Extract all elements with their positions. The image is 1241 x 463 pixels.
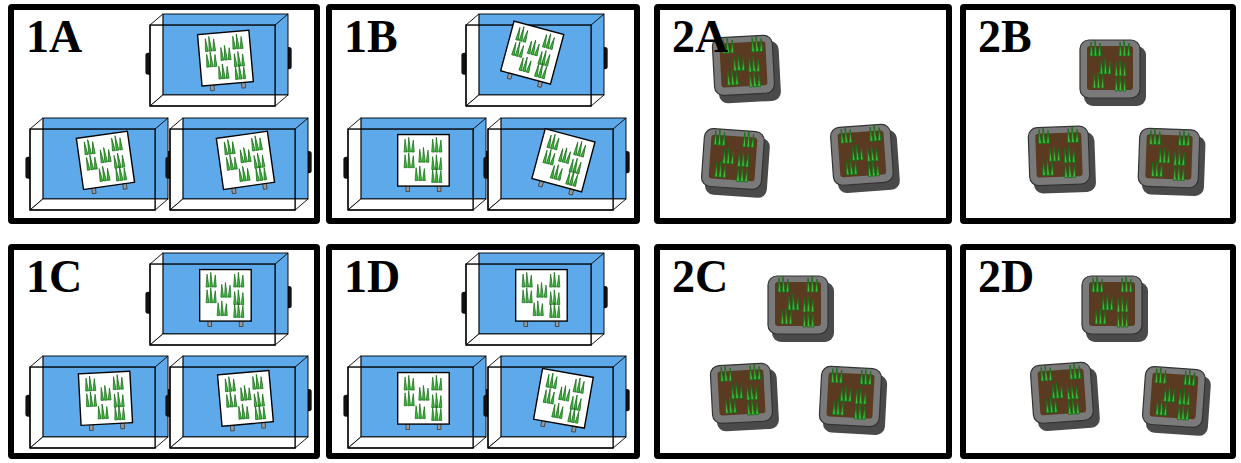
figure-panel: 1B (326, 4, 640, 224)
figure-panel: 1D (326, 244, 640, 459)
panel-label: 2D (978, 254, 1034, 300)
panel-label: 2B (978, 14, 1032, 60)
panel-label: 1A (26, 14, 82, 60)
figure-panel: 2B (960, 4, 1236, 224)
figure-panel: 1C (8, 244, 320, 459)
figure-panel: 1A (8, 4, 320, 224)
figure-panel: 2A (654, 4, 952, 224)
panel-label: 2C (672, 254, 728, 300)
panel-label: 1C (26, 254, 82, 300)
figure-panel: 2C (654, 244, 952, 459)
figure-panel: 2D (960, 244, 1236, 459)
panel-label: 1D (344, 254, 400, 300)
panel-label: 1B (344, 14, 398, 60)
panel-label: 2A (672, 14, 728, 60)
